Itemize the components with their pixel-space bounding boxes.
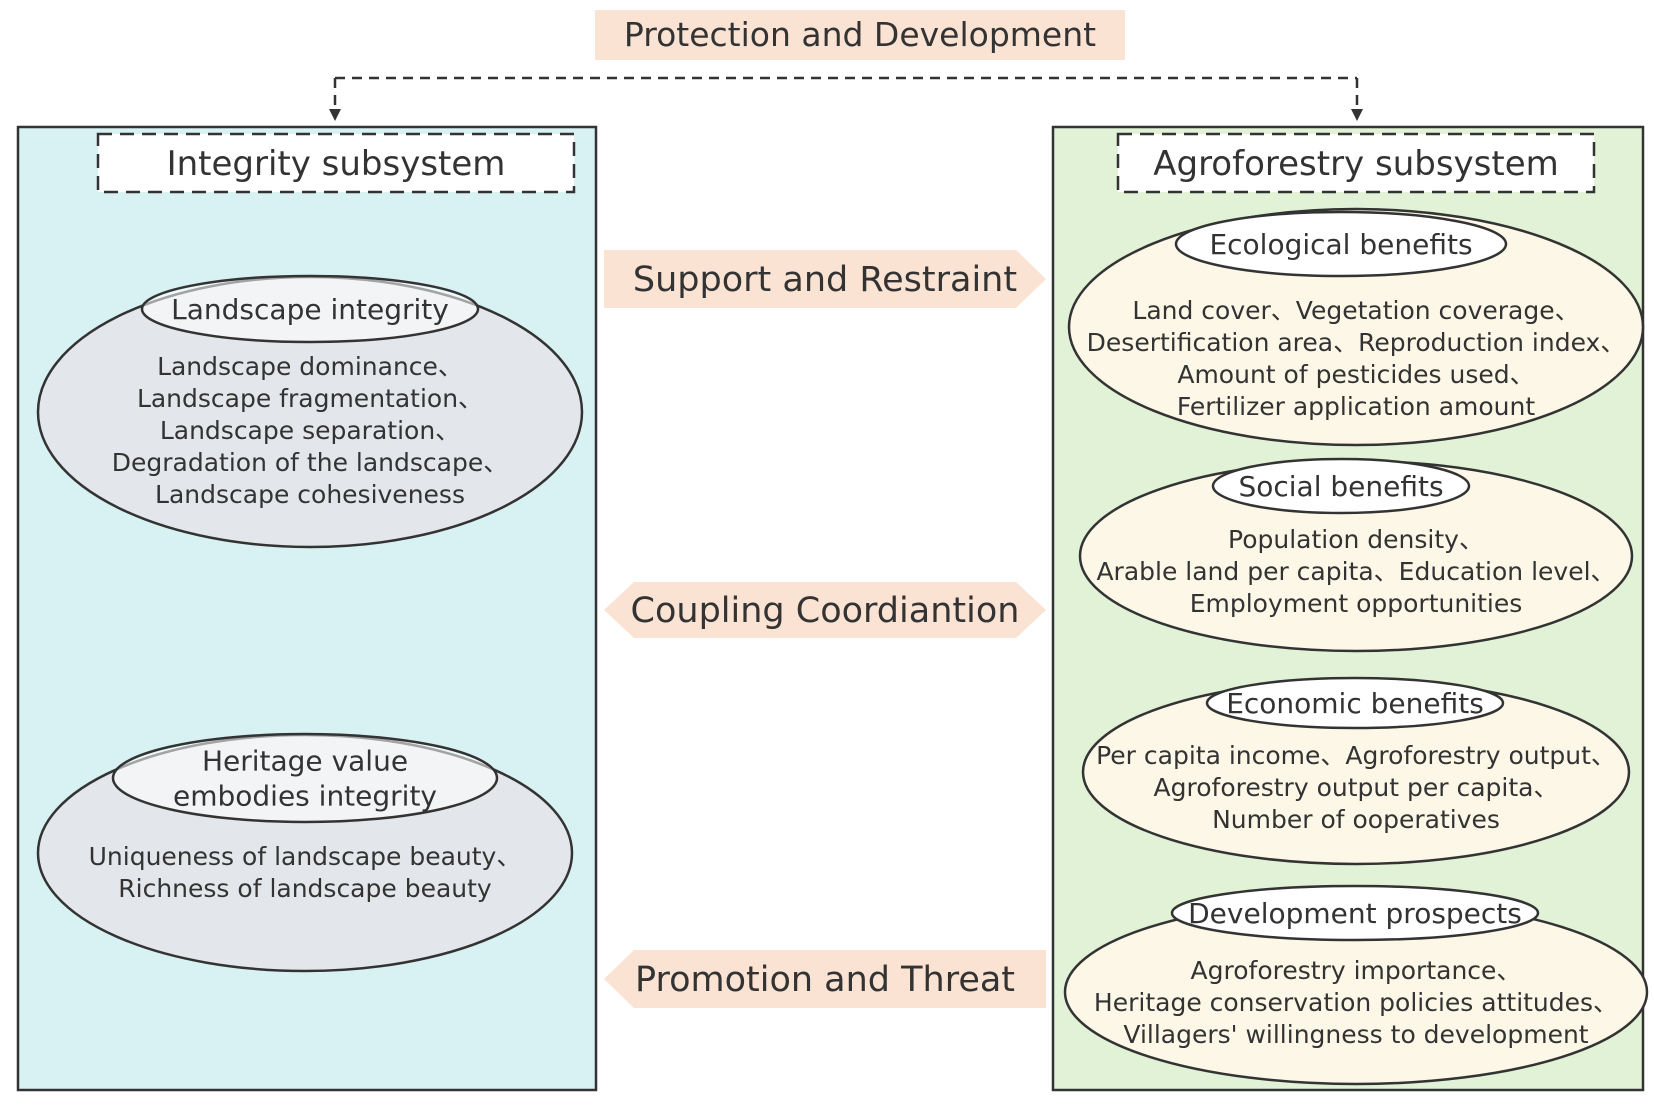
social-benefits-heading-oval <box>1211 457 1471 515</box>
heritage-value-embodies-integrity-item: Richness of landscape beauty <box>118 874 492 903</box>
social-benefits-item: Population density、 <box>1228 525 1484 554</box>
ecological-benefits-item: Fertilizer application amount <box>1177 392 1536 421</box>
economic-benefits-heading-oval <box>1205 676 1505 730</box>
social-benefits-item: Arable land per capita、Education level、 <box>1096 557 1615 586</box>
social-benefits-heading: Social benefits <box>1238 470 1443 503</box>
top-label-box <box>595 10 1125 60</box>
arrow-label-support-and-restraint: Support and Restraint <box>633 260 1017 300</box>
landscape-integrity-item: Landscape dominance、 <box>157 352 463 381</box>
landscape-integrity-item: Landscape separation、 <box>160 416 460 445</box>
arrow-label-promotion-and-threat: Promotion and Threat <box>635 960 1015 1000</box>
economic-benefits-item: Number of ooperatives <box>1212 805 1500 834</box>
ecological-benefits-heading: Ecological benefits <box>1209 228 1472 261</box>
landscape-integrity-heading: Landscape integrity <box>171 293 449 326</box>
ecological-benefits-ellipse <box>1067 207 1645 447</box>
heritage-value-embodies-integrity-item: Uniqueness of landscape beauty、 <box>89 842 522 871</box>
landscape-integrity-item: Landscape fragmentation、 <box>137 384 483 413</box>
top-label: Protection and Development <box>624 15 1096 54</box>
development-prospects-item: Villagers' willingness to development <box>1123 1020 1588 1049</box>
left-panel-title-box <box>96 132 576 194</box>
heritage-value-embodies-integrity-heading-oval <box>111 732 499 824</box>
ecological-benefits-item: Desertification area、Reproduction index、 <box>1087 328 1626 357</box>
ecological-benefits-item: Land cover、Vegetation coverage、 <box>1132 296 1579 325</box>
arrow-coupling-coordiantion <box>604 582 1046 638</box>
development-prospects-heading-oval <box>1170 884 1540 942</box>
heritage-value-embodies-integrity-heading: Heritage value <box>202 745 408 778</box>
arrow-support-and-restraint <box>604 250 1046 308</box>
ecological-benefits-item: Amount of pesticides used、 <box>1177 360 1534 389</box>
heritage-value-embodies-integrity-heading: embodies integrity <box>173 780 437 813</box>
arrow-label-coupling-coordiantion: Coupling Coordiantion <box>631 591 1020 631</box>
development-prospects-item: Agroforestry importance、 <box>1191 956 1522 985</box>
economic-benefits-item: Per capita income、Agroforestry output、 <box>1096 741 1616 770</box>
left-panel-title: Integrity subsystem <box>167 144 506 184</box>
landscape-integrity-item: Degradation of the landscape、 <box>112 448 508 477</box>
development-prospects-item: Heritage conservation policies attitudes… <box>1094 988 1618 1017</box>
landscape-integrity-item: Landscape cohesiveness <box>155 480 465 509</box>
social-benefits-item: Employment opportunities <box>1190 589 1523 618</box>
economic-benefits-heading: Economic benefits <box>1226 687 1484 720</box>
landscape-integrity-heading-oval <box>140 274 480 344</box>
economic-benefits-item: Agroforestry output per capita、 <box>1154 773 1559 802</box>
ecological-benefits-heading-oval <box>1174 210 1508 278</box>
arrow-promotion-and-threat <box>604 950 1046 1008</box>
right-panel-title: Agroforestry subsystem <box>1153 144 1559 184</box>
right-panel-title-box <box>1116 132 1596 194</box>
development-prospects-heading: Development prospects <box>1188 897 1522 930</box>
